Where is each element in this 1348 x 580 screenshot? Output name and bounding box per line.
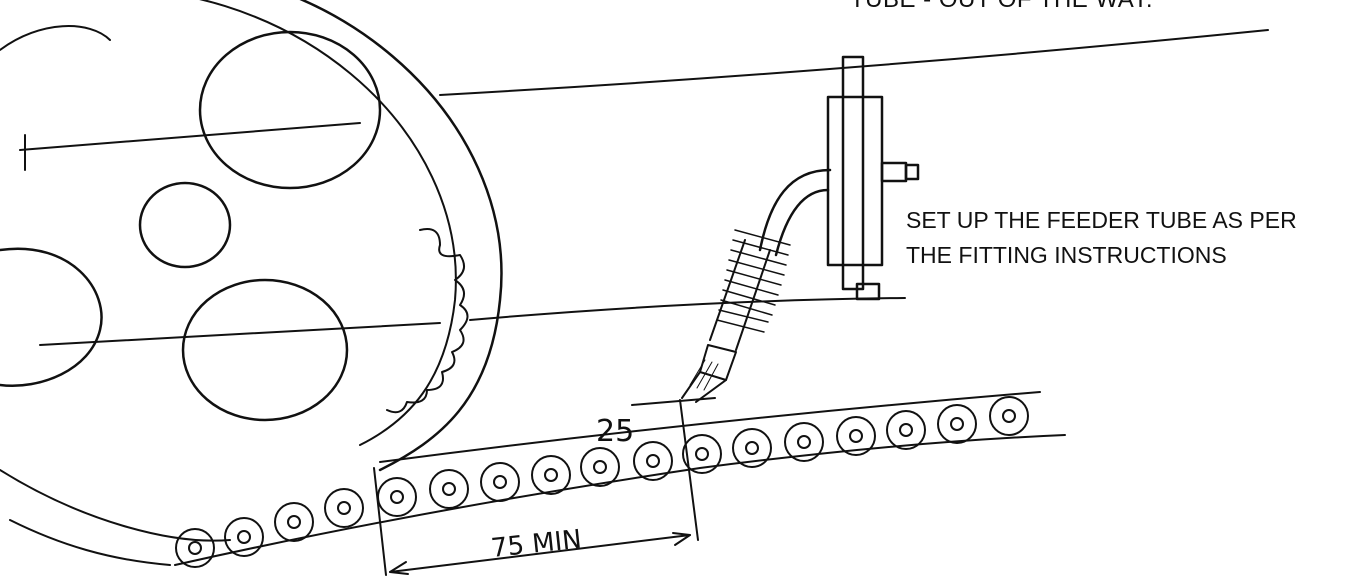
pitch-dimension-label: 25: [596, 414, 635, 449]
sprocket-inner-rim: [198, 0, 457, 446]
brush-nozzle: [699, 344, 737, 381]
sprocket-teeth: [386, 228, 469, 414]
spoke-hole-bottom: [181, 278, 349, 422]
feeder-bracket: [826, 55, 920, 301]
bracket-block: [826, 95, 884, 267]
sprocket-wheel: [0, 0, 503, 566]
chain-lower-edge: [174, 434, 1066, 566]
frame-lines: [19, 29, 1269, 346]
spoke-hole-upper-left: [0, 25, 111, 51]
spray-lines: [689, 359, 719, 391]
instruction-line-1: SET UP THE FEEDER TUBE AS PER: [906, 207, 1297, 233]
sprocket-outer-rim: [298, 0, 503, 472]
roller-chain: [174, 391, 1066, 568]
spoke-hole-top: [198, 30, 382, 190]
sprocket-hub: [138, 181, 232, 269]
chain-rollers: [175, 396, 1029, 568]
chain-upper-edge: [379, 391, 1041, 463]
dimension-arrow-75: [389, 534, 691, 573]
bracket-bolt-tip: [904, 163, 920, 181]
feeder-tube: [681, 168, 832, 403]
dimension-lines: [373, 397, 716, 576]
top-note-text: TUBE - OUT OF THE WAY.: [850, 0, 1153, 14]
instruction-line-2: THE FITTING INSTRUCTIONS: [906, 242, 1227, 268]
bracket-bolt: [880, 161, 908, 183]
bracket-vertical-bar: [841, 55, 865, 291]
bracket-foot: [855, 282, 881, 301]
spoke-hole-left: [0, 247, 103, 387]
min-distance-label: 75 MIN: [490, 525, 584, 564]
